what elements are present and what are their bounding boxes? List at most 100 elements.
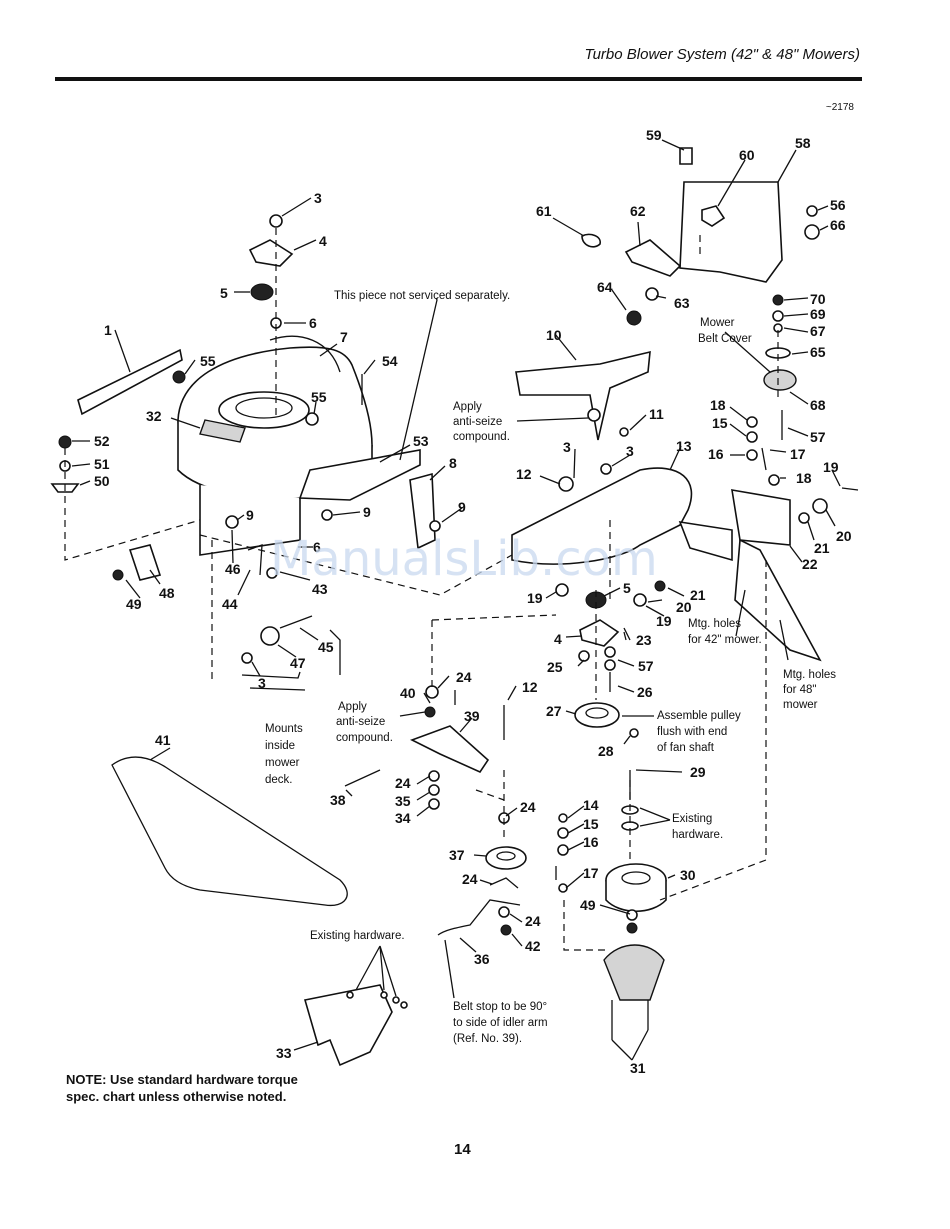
- page-number: 14: [454, 1141, 471, 1158]
- part-number-44: 44: [222, 596, 238, 612]
- callout-mtg-holes-42: for 42" mower.: [688, 634, 762, 646]
- part-number-35: 35: [395, 793, 411, 809]
- part-number-12: 12: [516, 466, 532, 482]
- callout-mower-belt-cover: Belt Cover: [698, 333, 752, 345]
- part-number-6: 6: [309, 315, 317, 331]
- callout-assemble-pulley: flush with end: [657, 726, 727, 738]
- part-numbers: 3 4 5 6 7 1 54 55 32 55 53 52 51 50 8 9 …: [94, 127, 852, 1076]
- part-number-9: 9: [363, 504, 371, 520]
- part-number-7: 7: [340, 329, 348, 345]
- part-number-45: 45: [318, 639, 334, 655]
- mounting-plate-shape: [511, 467, 693, 565]
- part-number-63: 63: [674, 295, 690, 311]
- callout-mtg-holes-48: for 48": [783, 684, 817, 696]
- callout-apply-antiseize-1: anti-seize: [453, 416, 502, 428]
- drawing-id: ~2178: [825, 102, 854, 113]
- part-number-54: 54: [382, 353, 398, 369]
- part-number-18: 18: [796, 470, 812, 486]
- part-number-11: 11: [649, 406, 664, 422]
- part-number-52: 52: [94, 433, 110, 449]
- part-number-24: 24: [520, 799, 536, 815]
- callout-belt-stop: (Ref. No. 39).: [453, 1033, 522, 1045]
- part-number-25: 25: [547, 659, 563, 675]
- part-number-14: 14: [583, 797, 599, 813]
- callout-mtg-holes-48: Mtg. holes: [783, 669, 836, 681]
- callout-texts: This piece not serviced separately. Appl…: [265, 290, 836, 1045]
- part-number-51: 51: [94, 456, 110, 472]
- part-number-36: 36: [474, 951, 490, 967]
- part-number-24: 24: [395, 775, 411, 791]
- part-number-68: 68: [810, 397, 826, 413]
- part-number-20: 20: [836, 528, 852, 544]
- part-number-19: 19: [527, 590, 543, 606]
- part-number-37: 37: [449, 847, 465, 863]
- callout-mounts-inside: deck.: [265, 774, 293, 786]
- callout-mtg-holes-48: mower: [783, 699, 818, 711]
- part-number-32: 32: [146, 408, 162, 424]
- part-number-40: 40: [400, 685, 416, 701]
- part-number-28: 28: [598, 743, 614, 759]
- part-number-67: 67: [810, 323, 826, 339]
- part-number-61: 61: [536, 203, 552, 219]
- part-number-15: 15: [712, 415, 728, 431]
- part-number-56: 56: [830, 197, 846, 213]
- part-number-65: 65: [810, 344, 826, 360]
- part-number-3: 3: [563, 439, 571, 455]
- part-number-17: 17: [583, 865, 599, 881]
- part-number-64: 64: [597, 279, 613, 295]
- part-number-5: 5: [220, 285, 228, 301]
- callout-existing-hardware-1: Existing: [672, 813, 712, 825]
- callout-existing-hardware-1: hardware.: [672, 829, 723, 841]
- part-number-3: 3: [314, 190, 322, 206]
- callout-assemble-pulley: Assemble pulley: [657, 710, 741, 722]
- assembly-lines: [64, 228, 779, 951]
- callout-apply-antiseize-2: anti-seize: [336, 716, 385, 728]
- part-number-70: 70: [810, 291, 826, 307]
- part-number-3: 3: [626, 443, 634, 459]
- pulley-27-shape: [574, 702, 620, 728]
- callout-mounts-inside: mower: [265, 757, 300, 769]
- callout-apply-antiseize-2: compound.: [336, 732, 393, 744]
- part-number-30: 30: [680, 867, 696, 883]
- page-title: Turbo Blower System (42" & 48" Mowers): [584, 46, 860, 63]
- part-number-17: 17: [790, 446, 806, 462]
- callout-belt-stop: Belt stop to be 90°: [453, 1001, 547, 1013]
- callout-existing-hardware-2: Existing hardware.: [310, 930, 405, 942]
- part-number-29: 29: [690, 764, 706, 780]
- callout-mounts-inside: inside: [265, 740, 295, 752]
- part-number-16: 16: [583, 834, 599, 850]
- part-number-23: 23: [636, 632, 652, 648]
- belt-shape: [111, 756, 348, 907]
- part-number-9: 9: [246, 507, 254, 523]
- callout-mtg-holes-42: Mtg. holes: [688, 618, 741, 630]
- part-number-55: 55: [200, 353, 216, 369]
- part-number-57: 57: [638, 658, 654, 674]
- part-number-9: 9: [458, 499, 466, 515]
- pulley-37-shape: [485, 846, 527, 870]
- part-number-22: 22: [802, 556, 818, 572]
- belt-guide-shape: [303, 984, 393, 1067]
- part-number-24: 24: [456, 669, 472, 685]
- part-number-62: 62: [630, 203, 646, 219]
- part-number-3: 3: [258, 675, 266, 691]
- part-number-21: 21: [690, 587, 706, 603]
- callout-mower-belt-cover: Mower: [700, 317, 735, 329]
- part-number-10: 10: [546, 327, 562, 343]
- part-number-55: 55: [311, 389, 327, 405]
- part-number-49: 49: [126, 596, 142, 612]
- part-number-26: 26: [637, 684, 653, 700]
- part-number-24: 24: [525, 913, 541, 929]
- part-number-50: 50: [94, 473, 110, 489]
- part-number-12: 12: [522, 679, 538, 695]
- callout-apply-antiseize-2: Apply: [338, 701, 367, 713]
- watermark: ManualsLib.com: [270, 531, 658, 587]
- part-number-27: 27: [546, 703, 562, 719]
- part-number-5: 5: [623, 580, 631, 596]
- part-number-31: 31: [630, 1060, 646, 1076]
- parts-drawing: [50, 147, 859, 1067]
- part-number-66: 66: [830, 217, 846, 233]
- part-number-39: 39: [464, 708, 480, 724]
- part-number-6: 6: [313, 539, 321, 555]
- part-number-43: 43: [312, 581, 328, 597]
